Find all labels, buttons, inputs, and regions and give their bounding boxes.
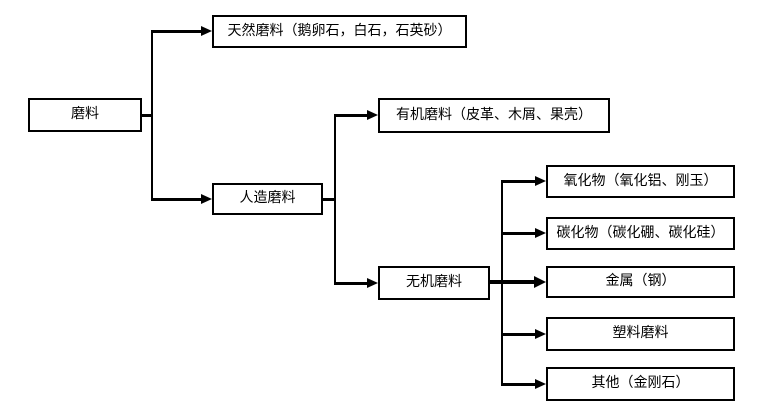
arrowhead-to-plastic: [535, 329, 546, 339]
connector-artificial-to-inorganic-shaft: [334, 282, 368, 285]
arrowhead-to-organic: [367, 110, 378, 120]
connector-to-other-shaft: [501, 383, 536, 386]
connector-inorganic-to-metal-shaft: [490, 280, 535, 284]
node-plastic-abrasive: 塑料磨料: [546, 317, 735, 351]
node-abrasive: 磨料: [28, 98, 142, 132]
arrowhead-to-inorganic: [367, 278, 378, 288]
connector-artificial-stub: [323, 198, 335, 201]
connector-artificial-to-organic-shaft: [334, 114, 368, 117]
connector-root-to-artificial-shaft: [151, 198, 201, 201]
node-natural-abrasive: 天然磨料（鹅卵石，白石，石英砂）: [212, 15, 467, 48]
connector-root-stub: [142, 114, 152, 117]
arrowhead-to-other: [535, 379, 546, 389]
node-oxide: 氧化物（氧化铝、刚玉）: [546, 165, 735, 198]
connector-to-carbide-shaft: [501, 232, 536, 235]
connector-root-branch-vline: [151, 30, 153, 201]
node-organic-abrasive: 有机磨料（皮革、木屑、果壳）: [378, 98, 610, 133]
arrowhead-to-metal: [534, 276, 546, 288]
arrowhead-to-artificial: [201, 194, 212, 204]
arrowhead-to-carbide: [535, 228, 546, 238]
node-carbide: 碳化物（碳化硼、碳化硅）: [546, 217, 735, 250]
node-other: 其他（金刚石）: [546, 367, 735, 401]
connector-artificial-branch-vline: [334, 114, 336, 285]
connector-to-plastic-shaft: [501, 333, 536, 336]
arrowhead-to-natural: [201, 26, 212, 36]
connector-root-to-natural-shaft: [151, 30, 201, 33]
connector-to-oxide-shaft: [501, 180, 536, 183]
node-artificial-abrasive: 人造磨料: [212, 183, 323, 215]
arrowhead-to-oxide: [535, 176, 546, 186]
node-inorganic-abrasive: 无机磨料: [378, 266, 490, 300]
node-metal: 金属（钢）: [546, 266, 735, 298]
